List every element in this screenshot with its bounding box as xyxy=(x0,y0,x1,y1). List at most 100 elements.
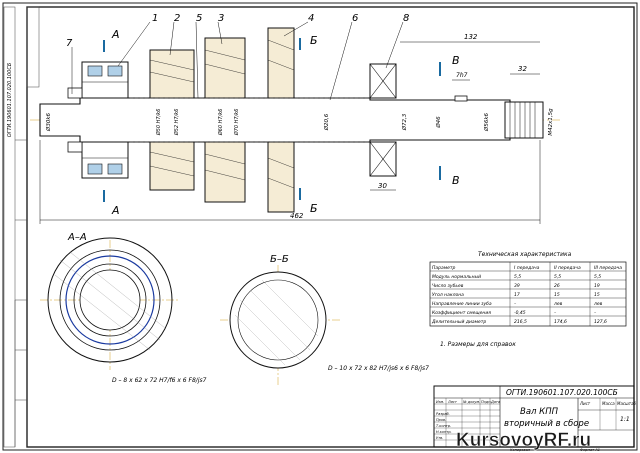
dim-h7-3: Ø60 H7/k6 xyxy=(217,109,224,137)
table-cell: 15 xyxy=(594,292,600,298)
table-cell: 15 xyxy=(554,292,560,298)
table-header: II передача xyxy=(554,265,581,271)
table-cell: 5,5 xyxy=(554,274,561,280)
table-cell: 5,5 xyxy=(514,274,521,280)
stamp-scale: 1:1 xyxy=(620,416,630,423)
section-v-top: В xyxy=(452,54,460,67)
callout-8: 8 xyxy=(403,13,409,24)
table-header: Параметр xyxy=(432,265,456,271)
callout-4: 4 xyxy=(308,13,314,24)
spline-bb: D – 10 x 72 x 82 H7/js6 x 6 F8/js7 xyxy=(328,365,429,372)
stamp-format: Формат А1 xyxy=(580,448,600,452)
stamp-role-1: Пров. xyxy=(436,418,446,422)
dim-46: Ø46 xyxy=(435,116,442,129)
section-bb xyxy=(220,265,340,385)
callout-7: 7 xyxy=(66,38,73,49)
bearing-left xyxy=(81,61,129,179)
watermark: KursovoyRF.ru xyxy=(456,430,592,452)
stamp-role-0: Разраб. xyxy=(436,412,450,416)
table-title: Техническая характеристика xyxy=(478,251,572,258)
dim-462: 462 xyxy=(290,212,304,220)
shaft-assembly xyxy=(30,27,560,213)
dim-left: Ø30k6 xyxy=(45,112,52,132)
table-cell: 127,6 xyxy=(594,319,607,325)
stamp-role-4: Утв. xyxy=(436,436,443,440)
stamp-row-2: № докум. xyxy=(462,400,480,404)
stamp-code: ОГТИ.190601.107.020.100СБ xyxy=(506,388,618,397)
table-cell: 26 xyxy=(554,283,560,289)
table-cell: Число зубьев xyxy=(432,283,464,289)
section-b-bottom: Б xyxy=(310,202,318,215)
table-cell: – xyxy=(594,311,597,316)
table-cell: 174,6 xyxy=(554,319,567,325)
dim-132: 132 xyxy=(464,33,478,41)
stamp-row-4: Дата xyxy=(490,400,500,404)
table-cell: -0,45 xyxy=(514,310,526,316)
bearing-8 xyxy=(369,63,397,177)
spline-aa: D – 8 x 62 x 72 H7/f6 x 6 F8/js7 xyxy=(112,377,207,384)
callout-6: 6 xyxy=(352,13,358,24)
stamp-row-0: Изм. xyxy=(436,400,444,404)
stamp-copy: Копировал xyxy=(510,448,531,452)
dim-32: 32 xyxy=(518,65,527,73)
stamp-name-2: вторичный в сборе xyxy=(504,419,589,429)
dim-mid: Ø20,6 xyxy=(323,113,330,131)
table-cell: – xyxy=(514,302,517,307)
margin-strip xyxy=(3,6,16,448)
stamp-scale-label: Масштаб xyxy=(617,401,637,406)
watermark-text: KursovoyRF.ru xyxy=(456,430,591,451)
callout-5: 5 xyxy=(196,13,202,24)
section-a-top: А xyxy=(111,28,120,41)
dim-h7-1: Ø50 H7/k6 xyxy=(155,109,162,137)
table-header: III передача xyxy=(594,265,622,271)
stamp-row-3: Подп. xyxy=(481,400,492,404)
table-cell: Модуль нормальный xyxy=(432,274,481,280)
dim-bear: Ø72,3 xyxy=(401,113,408,131)
table-cell: лев xyxy=(553,302,563,307)
dim-7h7: 7h7 xyxy=(456,72,468,79)
table-cell: 17 xyxy=(514,292,520,298)
table-cell: Угол наклона xyxy=(432,292,464,298)
dim-h7-2: Ø52 H7/k6 xyxy=(173,109,180,137)
stamp-role-2: Т.контр. xyxy=(436,424,451,428)
table-cell: 39 xyxy=(514,283,520,289)
frame-code-rotated: ОГТИ.190601.107.020.100СБ xyxy=(7,62,13,137)
inner-frame xyxy=(26,6,635,448)
table-cell: лев xyxy=(593,302,603,307)
tech-table: Техническая характеристика xyxy=(429,251,627,327)
dim-30: 30 xyxy=(378,182,387,190)
stamp-row-1: Лист xyxy=(447,400,458,404)
dim-h7-4: Ø70 H7/k6 xyxy=(233,109,240,137)
view-aa-label: А–А xyxy=(67,232,87,243)
table-cell: 5,5 xyxy=(594,274,601,280)
callout-1: 1 xyxy=(152,13,158,24)
section-a-bottom: А xyxy=(111,204,120,217)
stamp-mass-label: Масса xyxy=(602,401,615,406)
dim-thread: М42x1,5g xyxy=(548,108,554,136)
dim-56: Ø56k6 xyxy=(483,112,490,132)
section-aa xyxy=(40,237,180,370)
gear-3 xyxy=(204,37,246,203)
table-cell: 19 xyxy=(594,283,600,289)
section-b-top: Б xyxy=(310,34,318,47)
shaft-body xyxy=(39,97,541,143)
table-header: I передача xyxy=(514,265,540,271)
callout-2: 2 xyxy=(174,13,180,24)
table-cell: – xyxy=(554,311,557,316)
callout-3: 3 xyxy=(218,13,224,24)
gear-4 xyxy=(267,27,295,213)
gear-2 xyxy=(149,49,195,191)
section-v-bottom: В xyxy=(452,174,460,187)
stamp-sheet-label: Лист xyxy=(579,401,591,406)
view-bb-label: Б–Б xyxy=(270,254,289,265)
title-block: ОГТИ.190601.107.020.100СБ Вал КПП вторич… xyxy=(433,385,637,452)
table-cell: Коэффициент смещения xyxy=(432,310,491,316)
stamp-name-1: Вал КПП xyxy=(520,407,559,417)
table-cell: Делительный диаметр xyxy=(431,319,486,325)
table-cell: 216,5 xyxy=(514,319,527,325)
table-cell: Направление линии зуба xyxy=(432,301,492,307)
note: 1. Размеры для справок xyxy=(440,341,516,348)
